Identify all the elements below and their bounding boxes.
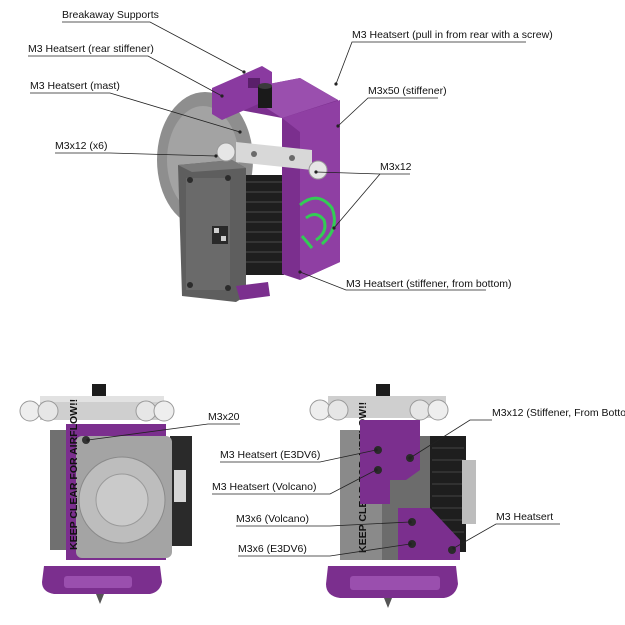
iso-view-assembly xyxy=(157,66,340,302)
ball-head-left xyxy=(216,142,236,162)
callout-m3x12-x6: M3x12 (x6) xyxy=(55,140,108,152)
callout-m3x12-stiffener: M3x12 (Stiffener, From Bottom) xyxy=(492,407,625,419)
metal-bracket xyxy=(236,142,312,170)
green-logo xyxy=(299,196,336,249)
callout-m3x6-e3dv6: M3x6 (E3DV6) xyxy=(238,543,307,555)
duct-warning-text-left: KEEP CLEAR FOR AIRFLOW!! xyxy=(68,399,80,550)
callout-mast: M3 Heatsert (mast) xyxy=(30,80,120,92)
mast-plate xyxy=(360,420,420,504)
callout-rear-stiffener: M3 Heatsert (rear stiffener) xyxy=(28,43,154,55)
callout-breakaway-supports: Breakaway Supports xyxy=(62,9,159,21)
callout-m3x20: M3x20 xyxy=(208,411,240,423)
side-view-right: KEEP CLEAR FOR AIRFLOW!! xyxy=(309,384,476,608)
callout-m3x12: M3x12 xyxy=(380,161,412,173)
callout-volcano: M3 Heatsert (Volcano) xyxy=(212,481,316,493)
callout-m3x50: M3x50 (stiffener) xyxy=(368,85,447,97)
front-view-left: KEEP CLEAR FOR AIRFLOW!! xyxy=(19,384,192,604)
callout-stiffener-bottom: M3 Heatsert (stiffener, from bottom) xyxy=(346,278,512,290)
callout-heatsert: M3 Heatsert xyxy=(496,511,553,523)
ball-head-right xyxy=(308,160,328,180)
callout-e3dv6: M3 Heatsert (E3DV6) xyxy=(220,449,320,461)
callout-pull-in: M3 Heatsert (pull in from rear with a sc… xyxy=(352,29,553,41)
callout-m3x6-volcano: M3x6 (Volcano) xyxy=(236,513,309,525)
mast-screw xyxy=(258,86,272,108)
bottom-foot xyxy=(236,282,270,300)
